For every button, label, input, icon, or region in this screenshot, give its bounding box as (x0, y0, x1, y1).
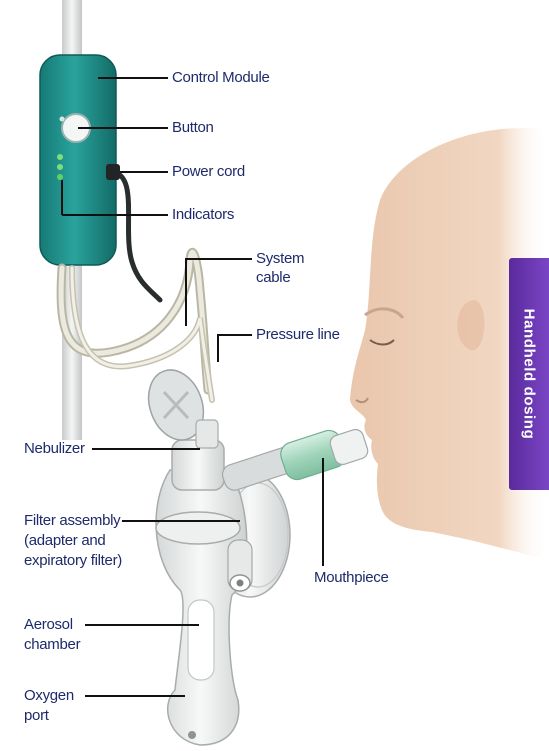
leader-power-cord (120, 171, 168, 173)
power-cord (110, 172, 160, 300)
leader-indicators (62, 214, 168, 216)
label-control-module: Control Module (172, 68, 270, 87)
handheld-dosing-tab-label: Handheld dosing (521, 309, 538, 440)
leader-pressure-line-vertical (217, 334, 219, 362)
label-system-cable-line1: System (256, 249, 304, 268)
leader-mouthpiece (322, 458, 324, 566)
chamber-window (188, 600, 214, 680)
label-pressure-line: Pressure line (256, 325, 340, 344)
label-indicators: Indicators (172, 205, 234, 224)
control-module (40, 55, 116, 265)
nebulizer-neck (196, 420, 218, 448)
leader-aerosol (85, 624, 199, 626)
leader-system-cable-vertical (185, 258, 187, 326)
indicator-light (57, 164, 63, 170)
oxygen-port-hole (188, 731, 196, 739)
label-filter-line1: Filter assembly (24, 511, 120, 530)
label-power-cord: Power cord (172, 162, 245, 181)
leader-nebulizer (92, 448, 200, 450)
leader-filter (122, 520, 240, 522)
label-aerosol-line2: chamber (24, 635, 80, 654)
label-filter-line2: (adapter and (24, 531, 105, 550)
leader-oxygen (85, 695, 185, 697)
power-connector (106, 164, 120, 180)
label-oxygen-line2: port (24, 706, 49, 725)
indicator-light (57, 154, 63, 160)
handheld-dosing-tab[interactable]: Handheld dosing (509, 258, 549, 490)
label-system-cable-line2: cable (256, 268, 290, 287)
label-nebulizer: Nebulizer (24, 439, 85, 458)
label-aerosol-line1: Aerosol (24, 615, 73, 634)
leader-pressure-line (218, 334, 252, 336)
label-button: Button (172, 118, 214, 137)
leader-system-cable (186, 258, 252, 260)
leader-control-module (98, 77, 168, 79)
label-oxygen-line1: Oxygen (24, 686, 74, 705)
leader-indicators-vertical (61, 180, 63, 215)
chamber-top-ring (156, 512, 240, 544)
label-mouthpiece: Mouthpiece (314, 568, 389, 587)
expiratory-port-hole (237, 580, 244, 587)
leader-button (78, 127, 168, 129)
label-filter-line3: expiratory filter) (24, 551, 122, 570)
status-dot (60, 117, 65, 122)
